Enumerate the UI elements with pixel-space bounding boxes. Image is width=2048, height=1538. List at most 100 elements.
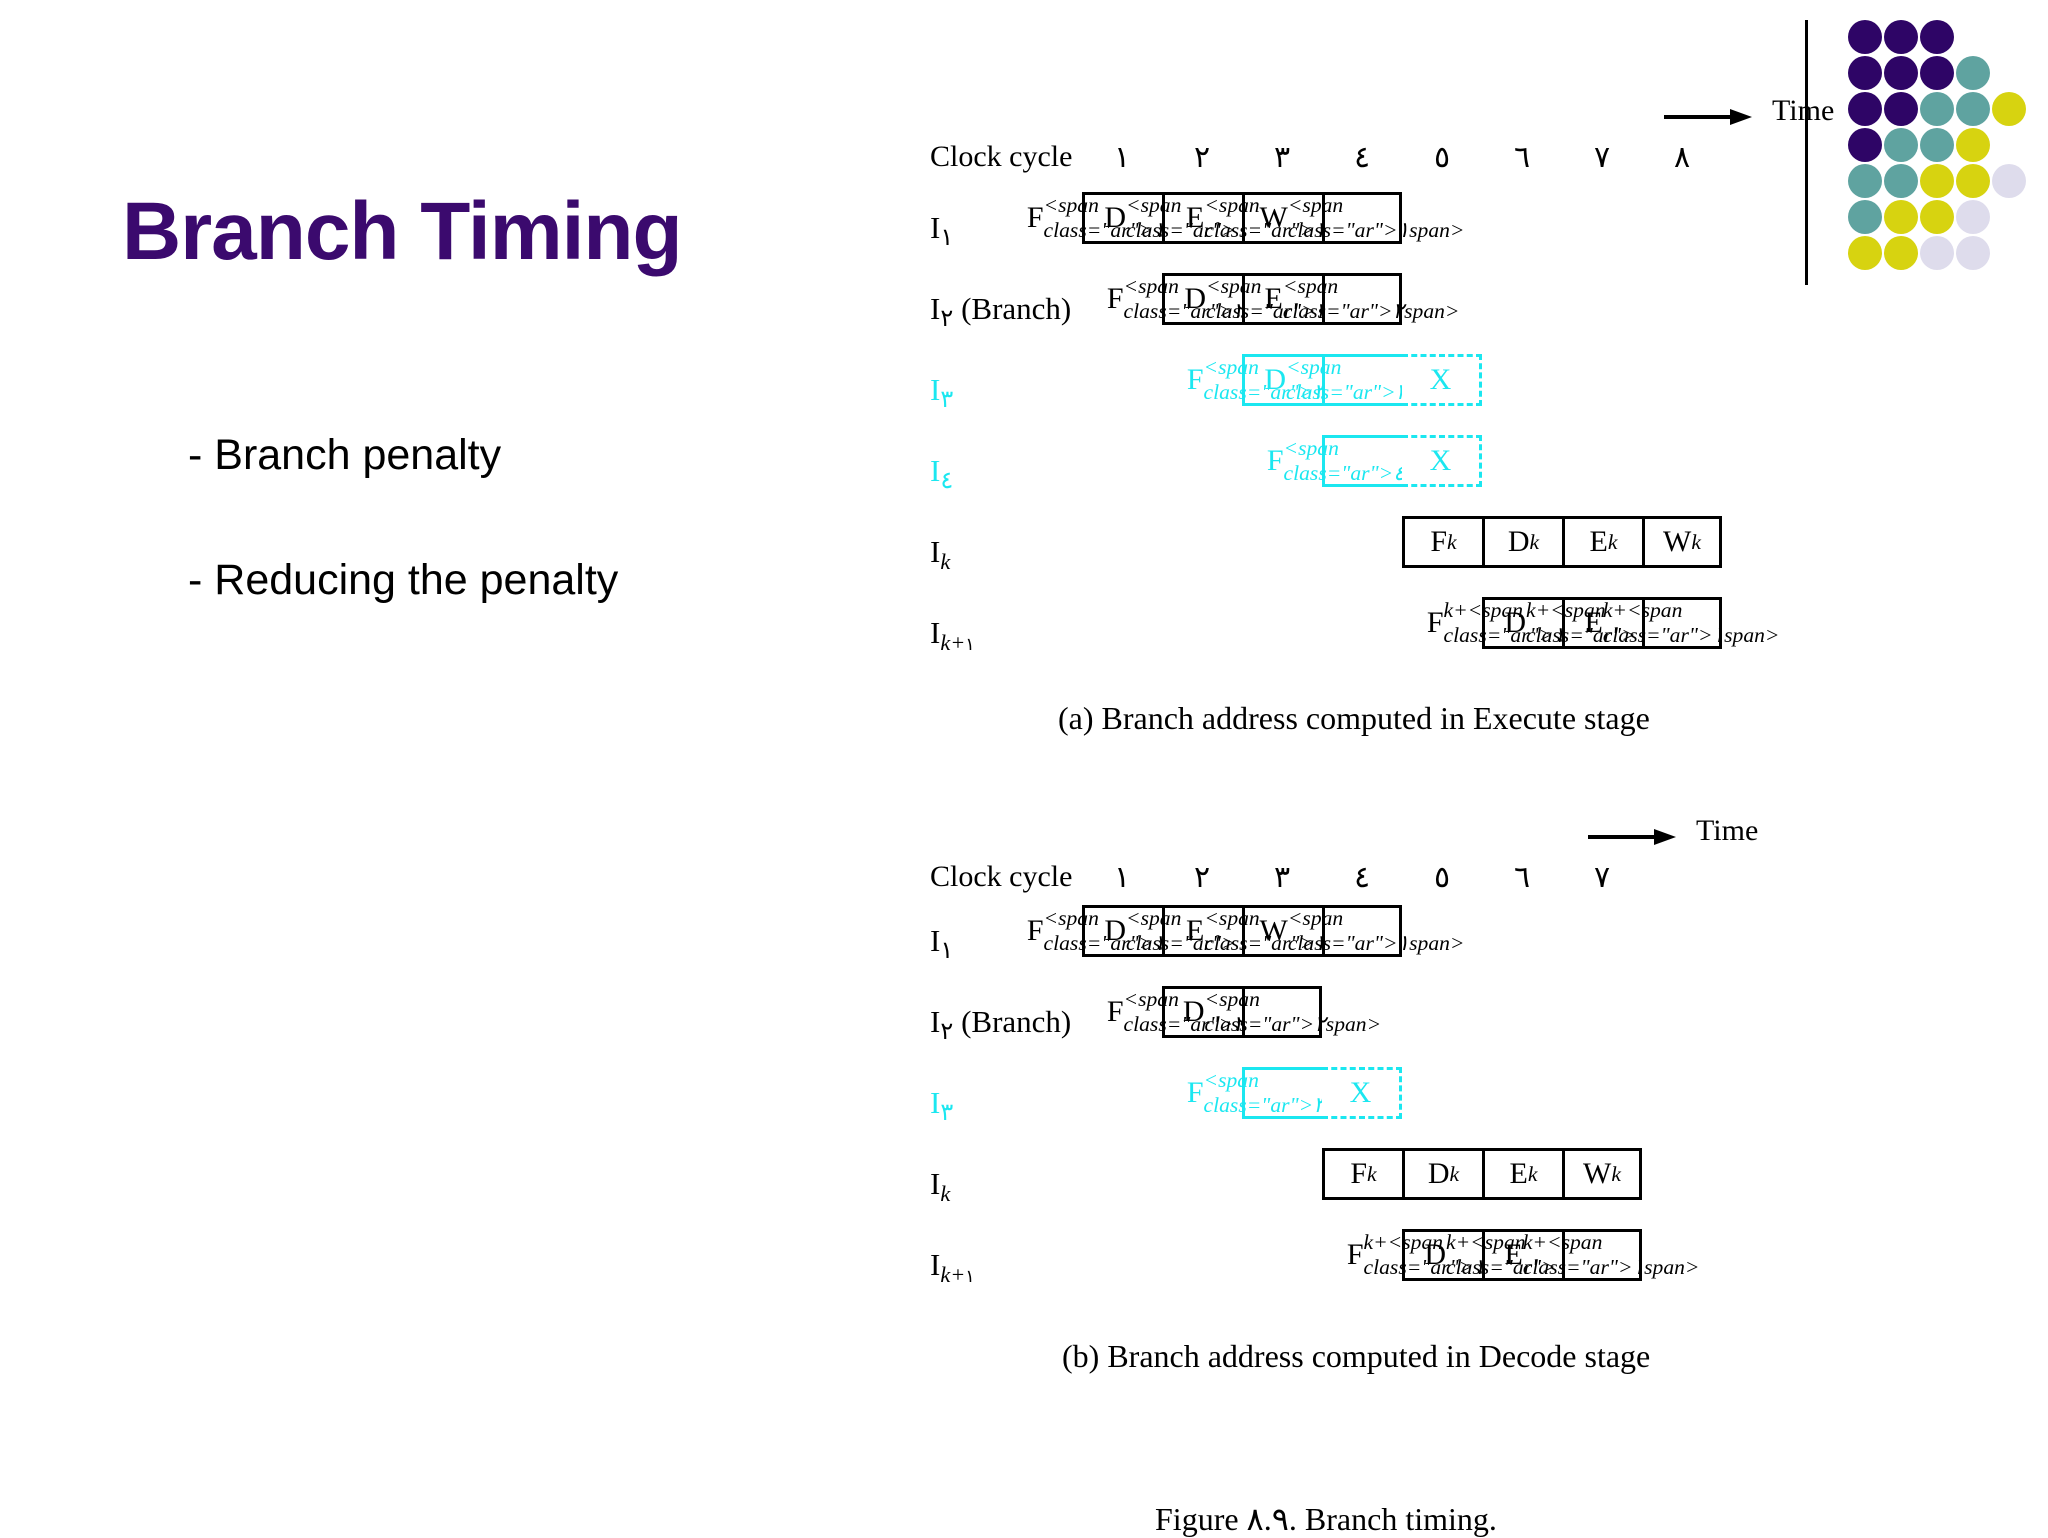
cycle-number-8: ٨ <box>1673 141 1691 174</box>
dot-yellow <box>1992 92 2026 126</box>
time-arrow-icon <box>1664 108 1754 126</box>
instruction-row-label: I٢ (Branch) <box>930 291 1072 333</box>
pipeline-stage-row: Fk+<span class="ar">١span>Dk+<span class… <box>1347 1229 1700 1281</box>
dot-lavender <box>1956 236 1990 270</box>
cycle-number-6: ٦ <box>1513 141 1531 174</box>
pipeline-stage-cell: W<span class="ar">١span> <box>1260 905 1465 957</box>
cycle-number-6: ٦ <box>1513 861 1531 894</box>
dot-purple <box>1848 56 1882 90</box>
dot-purple <box>1920 20 1954 54</box>
dot-purple <box>1920 56 1954 90</box>
pipeline-stage-row: F<span class="ar">١span>D<span class="ar… <box>1027 905 1465 957</box>
time-axis-label: Time <box>1772 94 1835 127</box>
instruction-row-label: I٣ <box>930 1085 954 1127</box>
dot-teal <box>1920 128 1954 162</box>
instruction-row-label: Ik <box>930 1166 951 1207</box>
dot-teal <box>1848 200 1882 234</box>
cycle-number-2: ٢ <box>1193 861 1211 894</box>
pipeline-stage-cell: Dk+<span class="ar">١span> <box>1424 1229 1623 1281</box>
dot-lavender <box>1920 236 1954 270</box>
dot-teal <box>1848 164 1882 198</box>
pipeline-stage-cell: F<span class="ar">١span> <box>1026 192 1220 244</box>
pipeline-stage-row: F<span class="ar">٤span>X <box>1267 435 1482 487</box>
dot-lavender <box>1956 200 1990 234</box>
instruction-row-label: Ik+١ <box>930 615 975 656</box>
pipeline-stage-cell: E<span class="ar">٢span> <box>1265 273 1460 325</box>
cycle-number-4: ٤ <box>1353 861 1371 894</box>
cycle-number-7: ٧ <box>1593 141 1611 174</box>
dot-purple <box>1848 128 1882 162</box>
dot-purple <box>1884 92 1918 126</box>
dot-yellow <box>1920 164 1954 198</box>
pipeline-stage-row: F<span class="ar">٣span>X <box>1186 1067 1402 1119</box>
dot-teal <box>1956 92 1990 126</box>
instruction-row-label: Ik <box>930 534 951 575</box>
instruction-row-label: I٤ <box>930 453 954 495</box>
dot-purple <box>1848 20 1882 54</box>
pipeline-stage-row: F<span class="ar">٣span>D<span class="ar… <box>1187 354 1482 406</box>
pipeline-stage-cell: F<span class="ar">٣span> <box>1186 1067 1380 1119</box>
dot-yellow <box>1884 236 1918 270</box>
bullet-branch-penalty: - Branch penalty <box>188 431 502 479</box>
dot-purple <box>1848 92 1882 126</box>
instruction-row-label: I٢ (Branch) <box>930 1004 1072 1046</box>
cycle-number-5: ٥ <box>1433 141 1451 174</box>
pipeline-stage-cell: X <box>1402 435 1482 487</box>
instruction-row-label: I٣ <box>930 372 954 414</box>
cycle-number-2: ٢ <box>1193 141 1211 174</box>
dot-purple <box>1884 20 1918 54</box>
dot-yellow <box>1956 164 1990 198</box>
dot-yellow <box>1884 200 1918 234</box>
pipeline-stage-row: F<span class="ar">٢span>D<span class="ar… <box>1107 273 1460 325</box>
pipeline-stage-row: F<span class="ar">١span>D<span class="ar… <box>1026 192 1465 244</box>
time-arrow-icon <box>1588 828 1678 846</box>
dot-yellow <box>1956 128 1990 162</box>
dot-yellow <box>1848 236 1882 270</box>
pipeline-stage-cell: X <box>1322 1067 1402 1119</box>
pipeline-stage-cell: X <box>1402 354 1482 406</box>
cycle-number-1: ١ <box>1113 861 1131 894</box>
instruction-row-label: I١ <box>930 923 954 965</box>
cycle-number-3: ٣ <box>1273 861 1291 894</box>
clock-cycle-label: Clock cycle <box>930 140 1073 173</box>
decorative-dot-grid <box>1848 20 2048 270</box>
cycle-number-7: ٧ <box>1593 861 1611 894</box>
dot-teal <box>1884 128 1918 162</box>
cycle-number-4: ٤ <box>1353 141 1371 174</box>
cycle-number-3: ٣ <box>1273 141 1291 174</box>
dot-teal <box>1920 92 1954 126</box>
pipeline-stage-cell: D<span class="ar">٢span> <box>1183 986 1382 1038</box>
diagram-caption: (a) Branch address computed in Execute s… <box>1058 700 1650 736</box>
instruction-row-label: I١ <box>930 210 954 252</box>
vertical-divider-line <box>1805 20 1808 285</box>
figure-caption: Figure ٨.٩. Branch timing. <box>1155 1501 1497 1537</box>
diagram-caption: (b) Branch address computed in Decode st… <box>1062 1338 1651 1374</box>
time-axis-label: Time <box>1696 814 1759 847</box>
cycle-number-5: ٥ <box>1433 861 1451 894</box>
clock-cycle-label: Clock cycle <box>930 860 1073 893</box>
bullet-reducing-the-penalty: - Reducing the penalty <box>188 556 619 604</box>
instruction-row-label: Ik+١ <box>930 1247 975 1288</box>
pipeline-stage-cell: D<span class="ar">٢span> <box>1184 273 1383 325</box>
cycle-number-1: ١ <box>1113 141 1131 174</box>
dot-teal <box>1956 56 1990 90</box>
page-title: Branch Timing <box>122 186 683 277</box>
dot-purple <box>1884 56 1918 90</box>
dot-lavender <box>1992 164 2026 198</box>
dot-yellow <box>1920 200 1954 234</box>
pipeline-stage-cell: Ek+<span class="ar">١span> <box>1505 1229 1700 1281</box>
dot-teal <box>1884 164 1918 198</box>
